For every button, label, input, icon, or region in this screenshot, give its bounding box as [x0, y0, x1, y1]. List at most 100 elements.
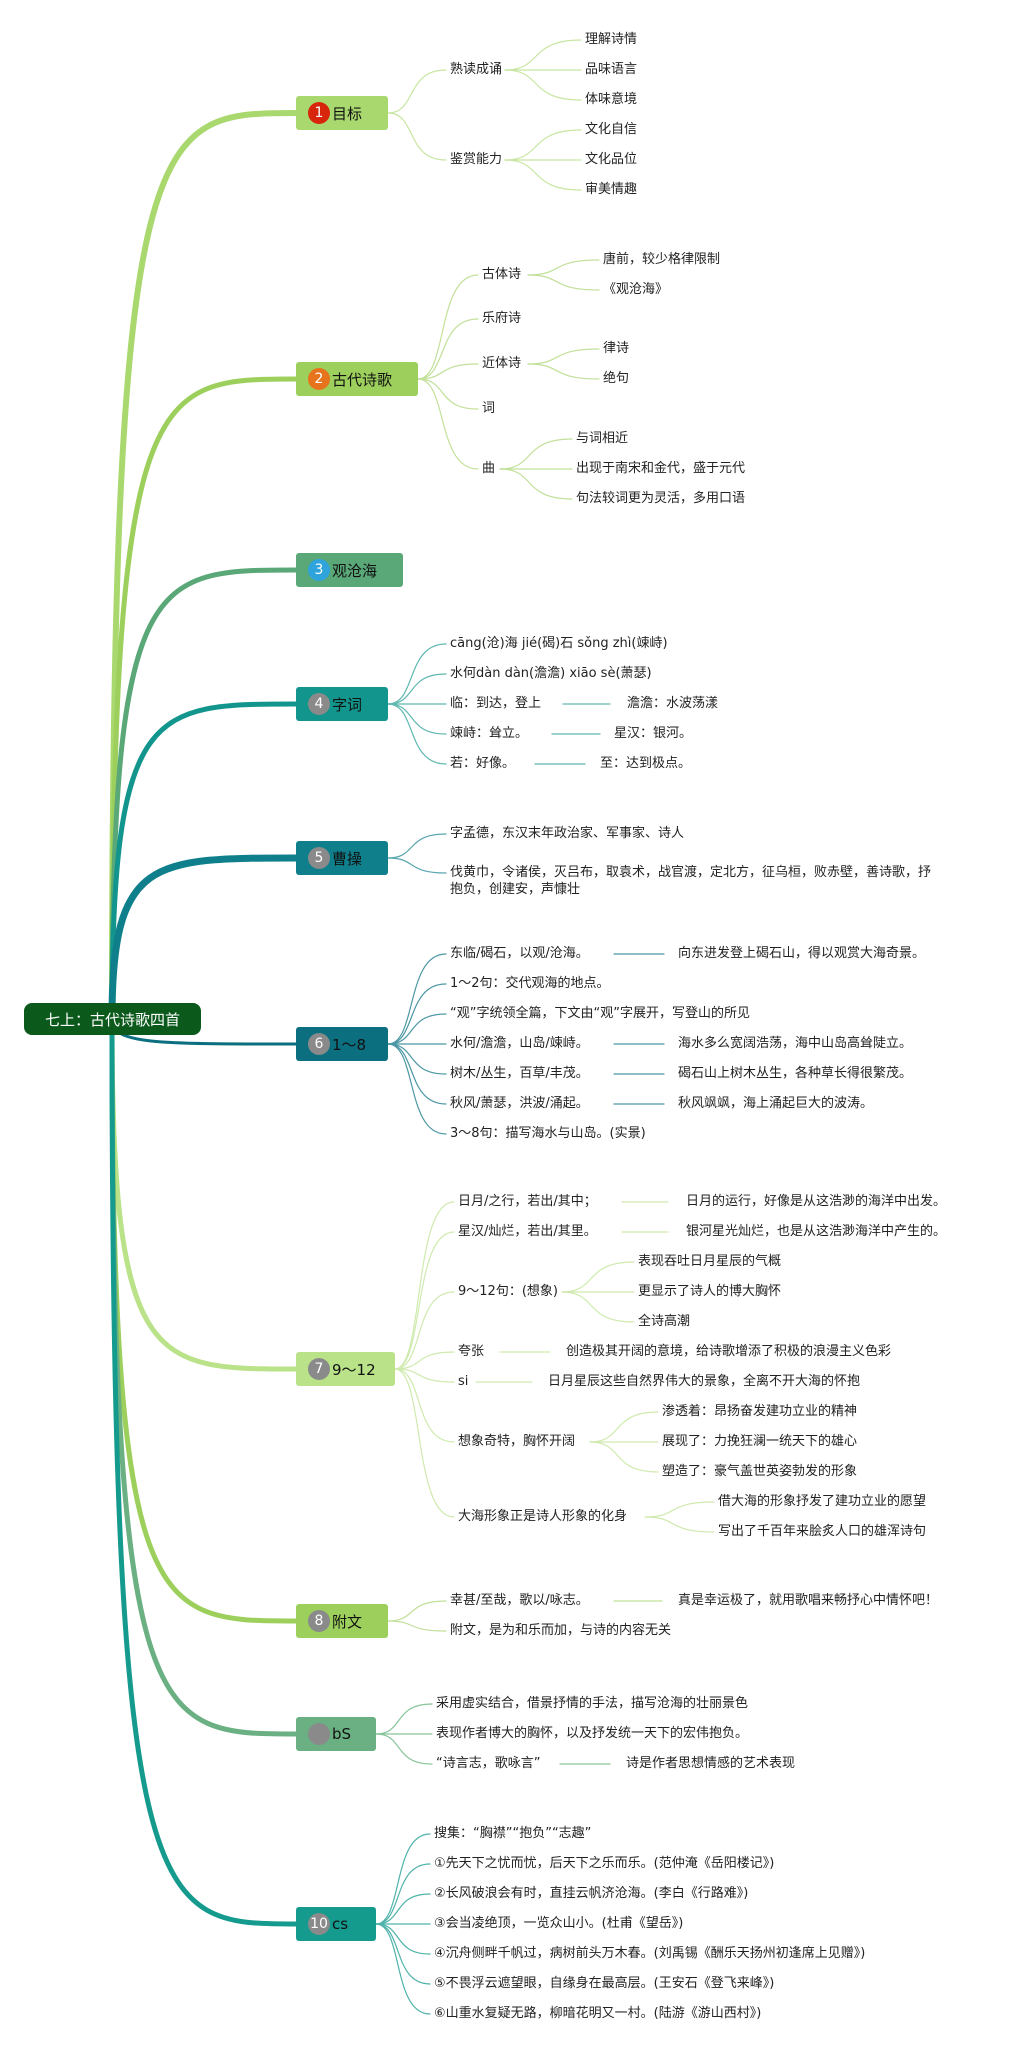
goal-node[interactable]: 熟读成诵 — [450, 62, 503, 77]
leaf[interactable]: 展现了：力挽狂澜一统天下的雄心 — [662, 1434, 858, 1449]
line-node[interactable]: 秋风/萧瑟，洪波/涌起。 — [450, 1096, 589, 1111]
summary-node[interactable]: “诗言志，歌咏言” — [436, 1756, 541, 1771]
quote-node[interactable]: ①先天下之忧而忧，后天下之乐而乐。(范仲淹《岳阳楼记》) — [434, 1856, 775, 1871]
word-node[interactable]: 竦峙：耸立。 — [450, 726, 529, 741]
line-node[interactable]: 日月/之行，若出/其中； — [458, 1194, 597, 1209]
translation[interactable]: 日月星辰这些自然界伟大的景象，全离不开大海的怀抱 — [548, 1374, 861, 1389]
connector-line — [375, 1733, 433, 1765]
translation[interactable]: 秋风飒飒，海上涌起巨大的波涛。 — [678, 1096, 874, 1111]
leaf[interactable]: 品味语言 — [585, 62, 638, 77]
line-node[interactable]: 幸甚/至哉，歌以/咏志。 — [450, 1593, 589, 1608]
connector-line — [387, 1600, 447, 1622]
translation[interactable]: 碣石山上树木丛生，各种草长得很繁茂。 — [678, 1066, 913, 1081]
summary-gloss[interactable]: 诗是作者思想情感的艺术表现 — [626, 1756, 796, 1771]
line-node[interactable]: 大海形象正是诗人形象的化身 — [458, 1509, 628, 1524]
line-node[interactable]: 想象奇特，胸怀开阔 — [458, 1434, 576, 1449]
connector-line — [387, 833, 447, 859]
connector-line — [417, 378, 479, 410]
line-node[interactable]: si — [458, 1374, 469, 1389]
translation[interactable]: 日月的运行，好像是从这浩渺的海洋中出发。 — [686, 1194, 947, 1209]
word-node[interactable]: 若：好像。 — [450, 756, 516, 771]
branch-b9[interactable]: bS — [296, 1717, 376, 1751]
leaf[interactable]: 唐前，较少格律限制 — [603, 252, 721, 267]
leaf[interactable]: 绝句 — [603, 371, 630, 386]
leaf[interactable]: 借大海的形象抒发了建功立业的愿望 — [718, 1494, 927, 1509]
connector-line — [109, 567, 299, 1022]
leaf[interactable]: 律诗 — [603, 341, 630, 356]
poem-type[interactable]: 近体诗 — [482, 356, 522, 371]
leaf[interactable]: 体味意境 — [585, 92, 638, 107]
leaf[interactable]: 更显示了诗人的博大胸怀 — [638, 1284, 782, 1299]
connector-line — [109, 110, 299, 1022]
line-node[interactable]: 东临/碣石，以观/沧海。 — [450, 946, 589, 961]
leaf[interactable]: 句法较词更为灵活，多用口语 — [576, 491, 746, 506]
translation[interactable]: 银河星光灿烂，也是从这浩渺海洋中产生的。 — [686, 1224, 947, 1239]
leaf[interactable]: 审美情趣 — [585, 182, 638, 197]
leaf[interactable]: 文化自信 — [585, 122, 638, 137]
word-node[interactable]: 临：到达，登上 — [450, 696, 542, 711]
connector-line — [394, 1291, 455, 1370]
word-gloss[interactable]: 至：达到极点。 — [600, 756, 692, 771]
line-node[interactable]: 水何/澹澹，山岛/竦峙。 — [450, 1036, 589, 1051]
poem-type[interactable]: 曲 — [482, 461, 496, 476]
translation[interactable]: 创造极其开阔的意境，给诗歌增添了积极的浪漫主义色彩 — [566, 1344, 892, 1359]
connector-line — [394, 1368, 455, 1443]
summary-node[interactable]: 采用虚实结合，借景抒情的手法，描写沧海的壮丽景色 — [436, 1696, 749, 1711]
leaf[interactable]: 渗透着：昂扬奋发建功立业的精神 — [662, 1404, 858, 1419]
word-gloss[interactable]: 星汉：银河。 — [614, 726, 693, 741]
connector-line — [527, 259, 600, 276]
quote-node[interactable]: ⑤不畏浮云遮望眼，自缘身在最高层。(王安石《登飞来峰》) — [434, 1976, 775, 1991]
line-node[interactable]: 1～2句：交代观海的地点。 — [450, 976, 610, 991]
poem-type[interactable]: 乐府诗 — [482, 311, 522, 326]
translation[interactable]: 向东进发登上碣石山，得以观赏大海奇景。 — [678, 946, 926, 961]
poem-type[interactable]: 词 — [482, 401, 496, 416]
leaf[interactable]: 塑造了：豪气盖世英姿勃发的形象 — [662, 1464, 858, 1479]
leaf[interactable]: 全诗高潮 — [638, 1314, 691, 1329]
number-badge — [308, 1723, 330, 1745]
quote-node[interactable]: ⑥山重水复疑无路，柳暗花明又一村。(陆游《游山西村》) — [434, 2006, 762, 2021]
poem-type[interactable]: 古体诗 — [482, 267, 522, 282]
line-node[interactable]: “观”字统领全篇，下文由“观”字展开，写登山的所见 — [450, 1006, 750, 1021]
leaf[interactable]: 写出了千百年来脍炙人口的雄浑诗句 — [718, 1524, 927, 1539]
translation[interactable]: 真是幸运极了，就用歌唱来畅抒心中情怀吧！ — [678, 1593, 939, 1608]
connector-line — [589, 1411, 659, 1443]
leaf[interactable]: 出现于南宋和金代，盛于元代 — [576, 461, 746, 476]
connector-line — [527, 363, 600, 380]
leaf[interactable]: 与词相近 — [576, 431, 629, 446]
line-node[interactable]: 星汉/灿烂，若出/其里。 — [458, 1224, 597, 1239]
line-node[interactable]: 3～8句：描写海水与山岛。(实景) — [450, 1126, 646, 1141]
leaf[interactable]: 理解诗情 — [585, 32, 638, 47]
line-node[interactable]: 树木/丛生，百草/丰茂。 — [450, 1066, 589, 1081]
quote-node[interactable]: ③会当凌绝顶，一览众山小。(杜甫《望岳》) — [434, 1916, 684, 1931]
quote-node[interactable]: ④沉舟侧畔千帆过，病树前头万木春。(刘禹锡《酬乐天扬州初逢席上见赠》) — [434, 1946, 866, 1961]
line-node[interactable]: 夸张 — [458, 1344, 485, 1359]
root-topic[interactable]: 七上：古代诗歌四首 — [24, 1003, 201, 1035]
translation[interactable]: 海水多么宽阔浩荡，海中山岛高耸陡立。 — [678, 1036, 913, 1051]
goal-node[interactable]: 鉴赏能力 — [450, 152, 503, 167]
connector-line — [375, 1863, 431, 1925]
line-node[interactable]: 9～12句：(想象) — [458, 1284, 558, 1299]
line-node[interactable]: 附文，是为和乐而加，与诗的内容无关 — [450, 1623, 672, 1638]
author-node[interactable]: 字孟德，东汉末年政治家、军事家、诗人 — [450, 826, 685, 841]
word-gloss[interactable]: 澹澹：水波荡漾 — [627, 696, 719, 711]
word-node[interactable]: 水何dàn dàn(澹澹) xiāo sè(萧瑟) — [450, 666, 652, 681]
quote-node[interactable]: ②长风破浪会有时，直挂云帆济沧海。(李白《行路难》) — [434, 1886, 749, 1901]
word-node[interactable]: cāng(沧)海 jié(碣)石 sǒng zhì(竦峙) — [450, 636, 668, 651]
leaf[interactable]: 文化品位 — [585, 152, 638, 167]
connector-line — [375, 1703, 433, 1735]
quote-node[interactable]: 搜集：“胸襟”“抱负”“志趣” — [434, 1826, 592, 1841]
summary-node[interactable]: 表现作者博大的胸怀，以及抒发统一天下的宏伟抱负。 — [436, 1726, 749, 1741]
leaf[interactable]: 表现吞吐日月星辰的气概 — [638, 1254, 782, 1269]
leaf[interactable]: 《观沧海》 — [603, 282, 669, 297]
connector-line — [561, 1291, 635, 1323]
author-node[interactable]: 伐黄巾，令诸侯，灭吕布，取袁术，战官渡，定北方，征乌桓，败赤壁，善诗歌，抒抱负，… — [450, 865, 932, 897]
